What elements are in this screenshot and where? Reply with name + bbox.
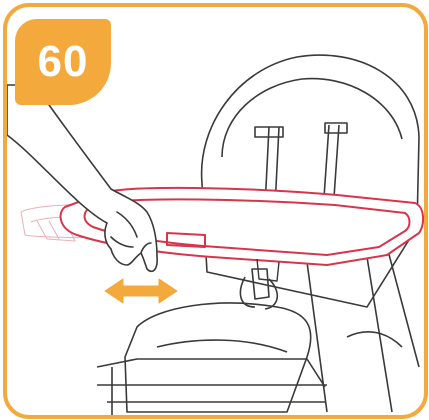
step-number-badge: 60: [15, 19, 111, 105]
step-number: 60: [38, 37, 89, 87]
double-arrow-icon: [105, 279, 177, 303]
instruction-panel: 60: [3, 3, 428, 419]
hand-icon: [7, 85, 157, 271]
